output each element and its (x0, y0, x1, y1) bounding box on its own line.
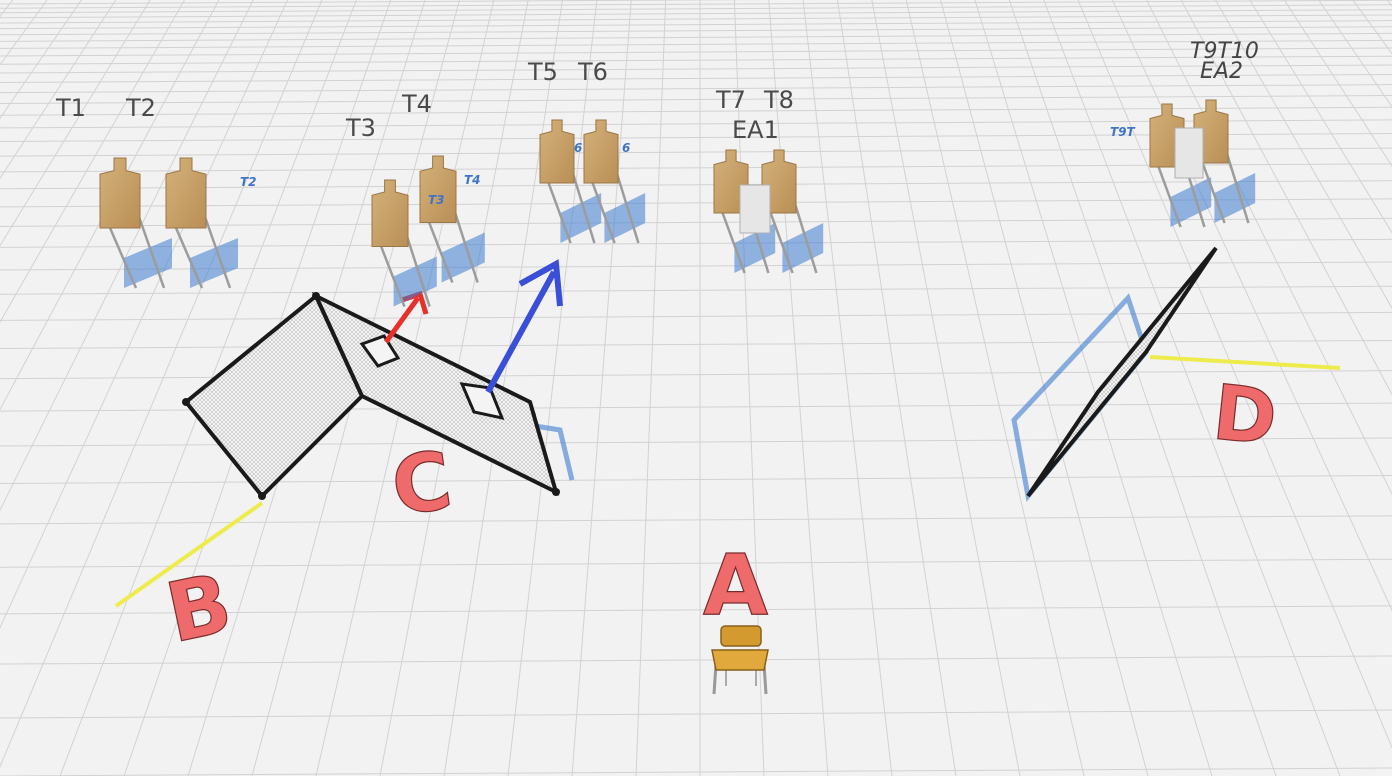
fault-line-d (1149, 355, 1341, 370)
floor-label-t5: 6 (574, 141, 582, 155)
fault-line-b (114, 501, 264, 608)
target-t4[interactable] (419, 155, 485, 283)
floor-label-t6: 6 (622, 141, 630, 155)
port-right[interactable] (459, 382, 505, 421)
station-label-a: A (703, 536, 768, 634)
target-label-t4: T4 (401, 90, 432, 118)
target-t3[interactable] (371, 179, 437, 307)
floor-label-t3: T3 (428, 193, 445, 207)
floor-label-t9: T9T (1110, 125, 1136, 139)
target-label-t6: T6 (577, 58, 608, 86)
target-label-ea1: EA1 (732, 116, 779, 144)
arrow-up-icon (485, 259, 563, 394)
station-label-d: D (1209, 367, 1281, 462)
wall-d[interactable] (1026, 246, 1218, 498)
no-shoot-ea2[interactable] (1174, 127, 1204, 179)
target-t10[interactable] (1193, 99, 1256, 224)
station-label-c: C (386, 434, 457, 534)
wall-c[interactable] (182, 291, 560, 500)
target-t2[interactable] (165, 157, 238, 289)
target-label-t7: T7 (715, 86, 746, 114)
no-shoot-ea1[interactable] (739, 184, 771, 234)
floor-label-t4: T4 (464, 173, 481, 187)
target-label-t3: T3 (345, 114, 376, 142)
target-label-t8: T8 (763, 86, 794, 114)
target-t1[interactable] (99, 157, 172, 289)
targets (99, 99, 1256, 307)
target-t6[interactable] (583, 119, 646, 244)
target-label-ea2: EA2 (1200, 59, 1243, 84)
target-t5[interactable] (539, 119, 602, 244)
target-label-t5: T5 (527, 58, 558, 86)
port-left[interactable] (359, 334, 401, 368)
floor-label-t2: T2 (240, 175, 257, 189)
target-label-t2: T2 (125, 94, 156, 122)
target-label-t9t10: T9T10 (1190, 39, 1259, 64)
chair-icon[interactable] (711, 625, 769, 695)
target-label-t1: T1 (55, 94, 86, 122)
